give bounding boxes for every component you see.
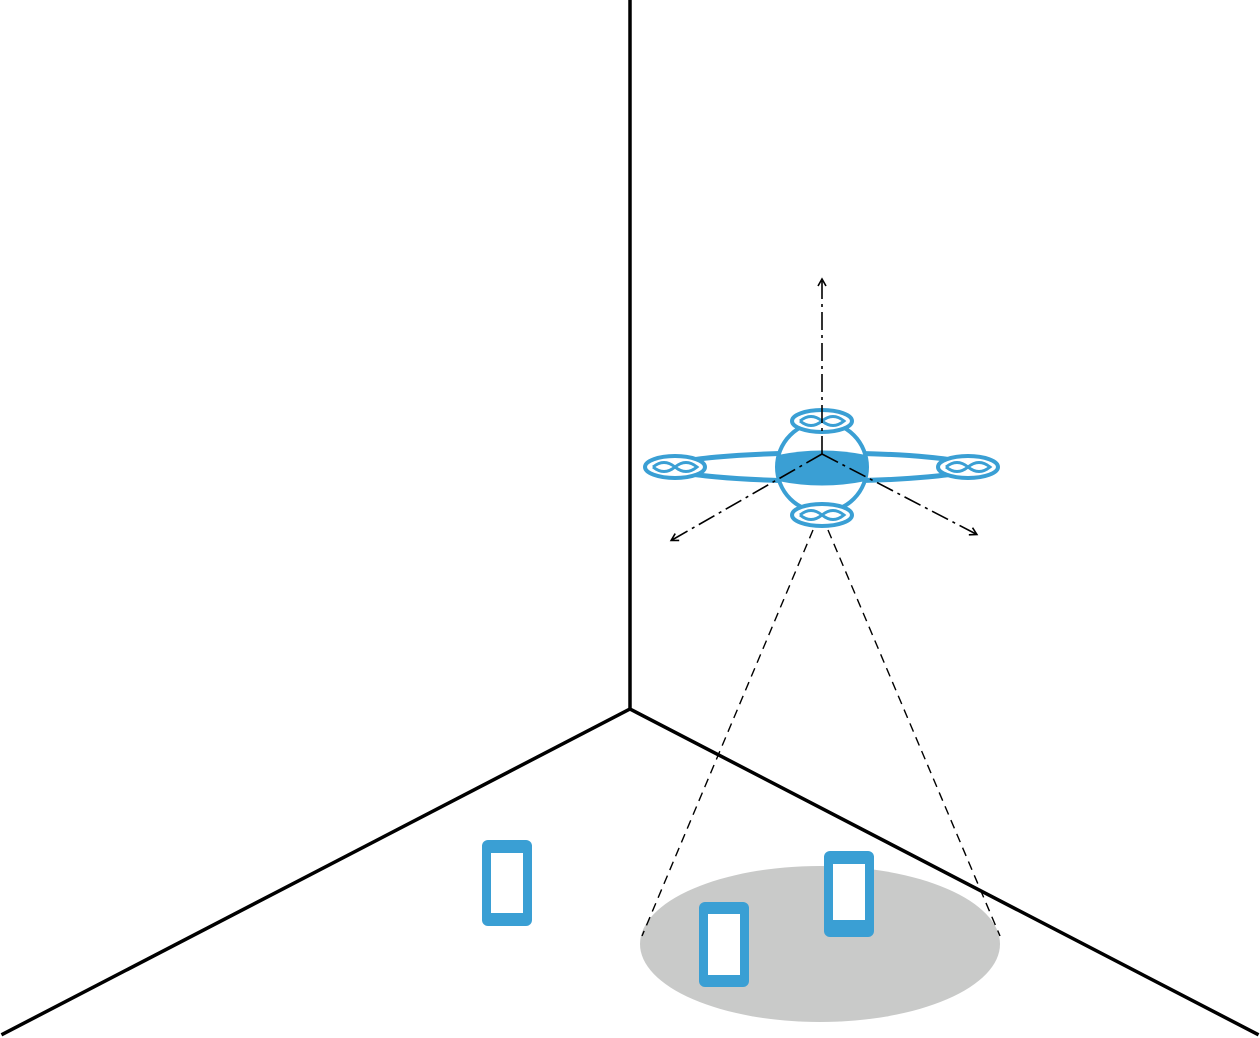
coverage-area: [640, 866, 1000, 1022]
cone-right-line: [827, 529, 1001, 937]
drone-axes: [669, 277, 979, 542]
axis-left-arrow: [669, 453, 823, 542]
smartphone-icon: [699, 902, 749, 987]
quadcopter-drone-icon: [643, 408, 1000, 528]
drone-body-band: [778, 450, 866, 486]
cone-left-line: [641, 529, 814, 937]
axis-right-arrow: [821, 453, 979, 536]
room-floor-left-edge: [0, 706, 633, 1037]
propeller-right: [936, 454, 1000, 480]
phone-in-coverage-left: [699, 902, 749, 987]
phone-in-coverage-right: [824, 851, 874, 937]
phone-outside-coverage: [482, 840, 532, 926]
smartphone-icon: [824, 851, 874, 937]
coverage-cone: [641, 529, 1001, 937]
room-floor-right-edge: [627, 706, 1260, 1037]
propeller-left: [643, 454, 707, 480]
propeller-bottom: [790, 502, 854, 528]
smartphone-icon: [482, 840, 532, 926]
